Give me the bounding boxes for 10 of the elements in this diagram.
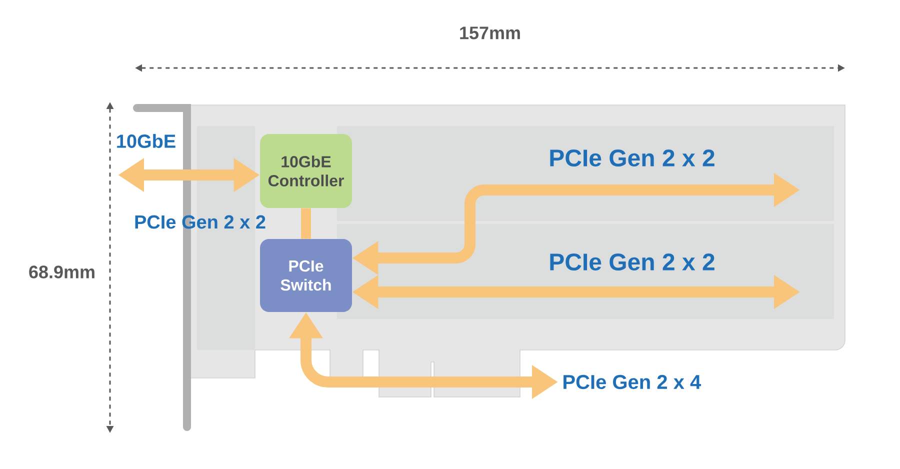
- connector-line: [301, 208, 311, 239]
- controller-box: 10GbE Controller: [260, 134, 352, 208]
- edge-label: PCIe Gen 2 x 2: [135, 215, 266, 229]
- edge-label: PCIe Gen 2 x 2: [550, 254, 714, 270]
- dimension-label: 68.9mm: [29, 266, 94, 278]
- switch-box: PCIe Switch: [260, 239, 352, 312]
- edge-label: 10GbE: [117, 134, 176, 148]
- link-label: PCIe Gen 2 x 4: [564, 374, 702, 390]
- edge-label: PCIe Gen 2 x 2: [550, 150, 714, 166]
- dimension-label: 157mm: [460, 26, 520, 40]
